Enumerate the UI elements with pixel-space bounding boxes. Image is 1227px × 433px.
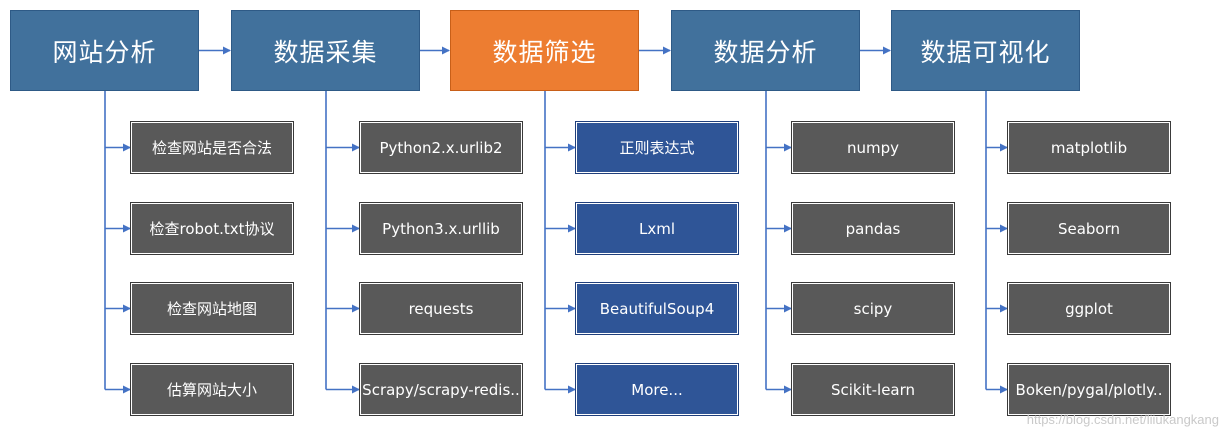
watermark: https://blog.csdn.net/liiukangkang (1026, 412, 1219, 427)
item-box-5-4: Boken/pygal/plotly.. (1007, 363, 1171, 416)
stage-box-5: 数据可视化 (891, 10, 1080, 91)
item-box-2-2: Python3.x.urllib (359, 202, 523, 255)
item-box-4-4: Scikit-learn (791, 363, 955, 416)
item-box-5-2: Seaborn (1007, 202, 1171, 255)
stage-box-1: 网站分析 (10, 10, 199, 91)
item-box-2-4: Scrapy/scrapy-redis.. (359, 363, 523, 416)
stage-box-2: 数据采集 (231, 10, 420, 91)
item-box-5-3: ggplot (1007, 282, 1171, 335)
item-box-3-4: More... (575, 363, 739, 416)
item-box-3-1: 正则表达式 (575, 121, 739, 174)
item-box-3-2: Lxml (575, 202, 739, 255)
item-box-5-1: matplotlib (1007, 121, 1171, 174)
item-box-2-1: Python2.x.urlib2 (359, 121, 523, 174)
item-box-2-3: requests (359, 282, 523, 335)
item-box-1-1: 检查网站是否合法 (130, 121, 294, 174)
item-box-3-3: BeautifulSoup4 (575, 282, 739, 335)
item-box-4-1: numpy (791, 121, 955, 174)
stage-box-4: 数据分析 (671, 10, 860, 91)
item-box-1-3: 检查网站地图 (130, 282, 294, 335)
item-box-4-2: pandas (791, 202, 955, 255)
item-box-1-2: 检查robot.txt协议 (130, 202, 294, 255)
item-box-1-4: 估算网站大小 (130, 363, 294, 416)
stage-box-3: 数据筛选 (450, 10, 639, 91)
item-box-4-3: scipy (791, 282, 955, 335)
